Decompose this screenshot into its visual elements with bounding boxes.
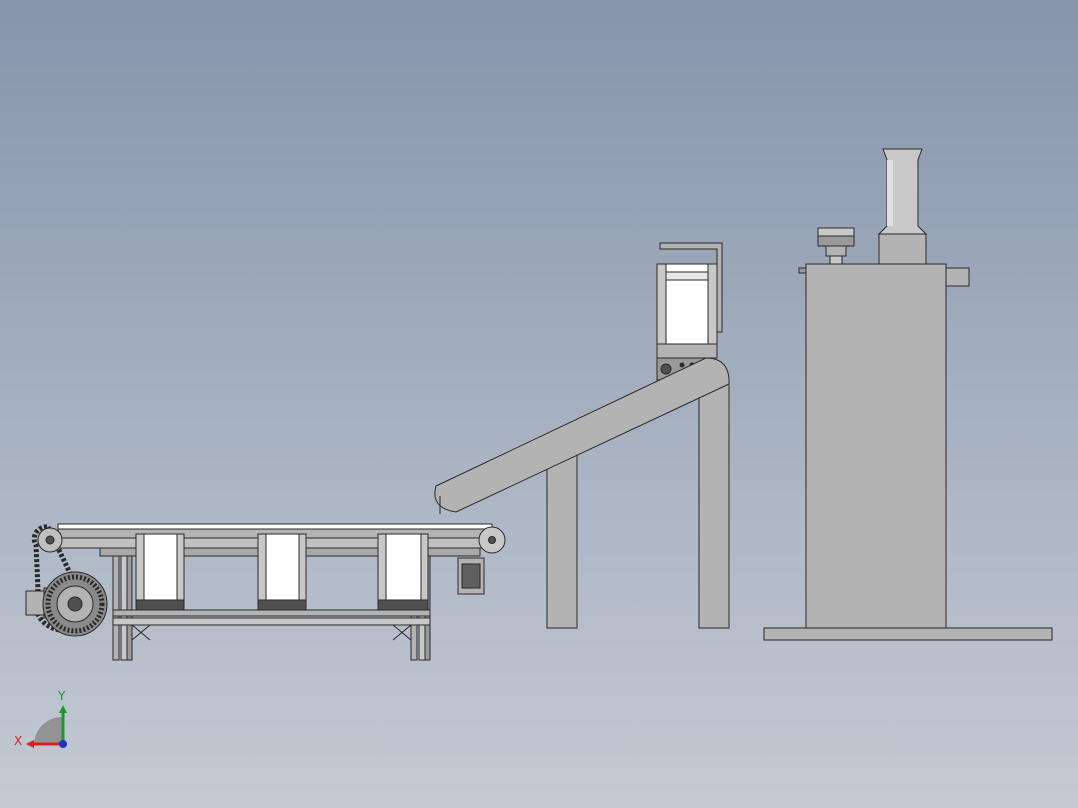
coordinate-triad: X Y [14,689,67,748]
product-bin-1 [135,533,185,611]
triad-y-label: Y [57,689,66,703]
machine-side-port [945,267,970,287]
triad-x-arrow [26,740,34,748]
triad-z-axis [59,740,67,748]
conveyor-leg-left [112,555,133,661]
machine-left-pin [798,267,807,274]
conveyor-brace-left-2 [131,624,151,641]
triad-x-label: X [14,734,22,748]
conveyor-belt-top [57,523,493,530]
conveyor-lower-rail [112,609,431,617]
conveyor-lower-rail-2 [112,617,431,626]
belt-conveyor[interactable] [25,523,506,661]
top-valve [817,227,855,265]
processing-machine[interactable] [763,148,1053,641]
drive-sprocket-small-hub [45,535,55,545]
chute-leg-left [546,449,578,629]
large-gear-hub [67,596,83,612]
conveyor-brace-right-2 [392,624,412,641]
triad-arc [34,717,62,745]
machine-base-plate [763,627,1053,641]
exhaust-stack [877,148,928,265]
product-bin-3 [377,533,429,611]
hopper [656,263,718,359]
product-bin-2 [257,533,307,611]
triad-y-arrow [59,705,67,713]
inclined-chute-assembly[interactable] [434,242,730,629]
tail-pulley-hub [488,536,496,544]
chute-leg-right [698,379,730,629]
sensor-box-face [461,563,481,589]
machine-cabinet [805,263,947,629]
large-gear-rim [45,574,105,634]
chute-trough [434,357,730,513]
